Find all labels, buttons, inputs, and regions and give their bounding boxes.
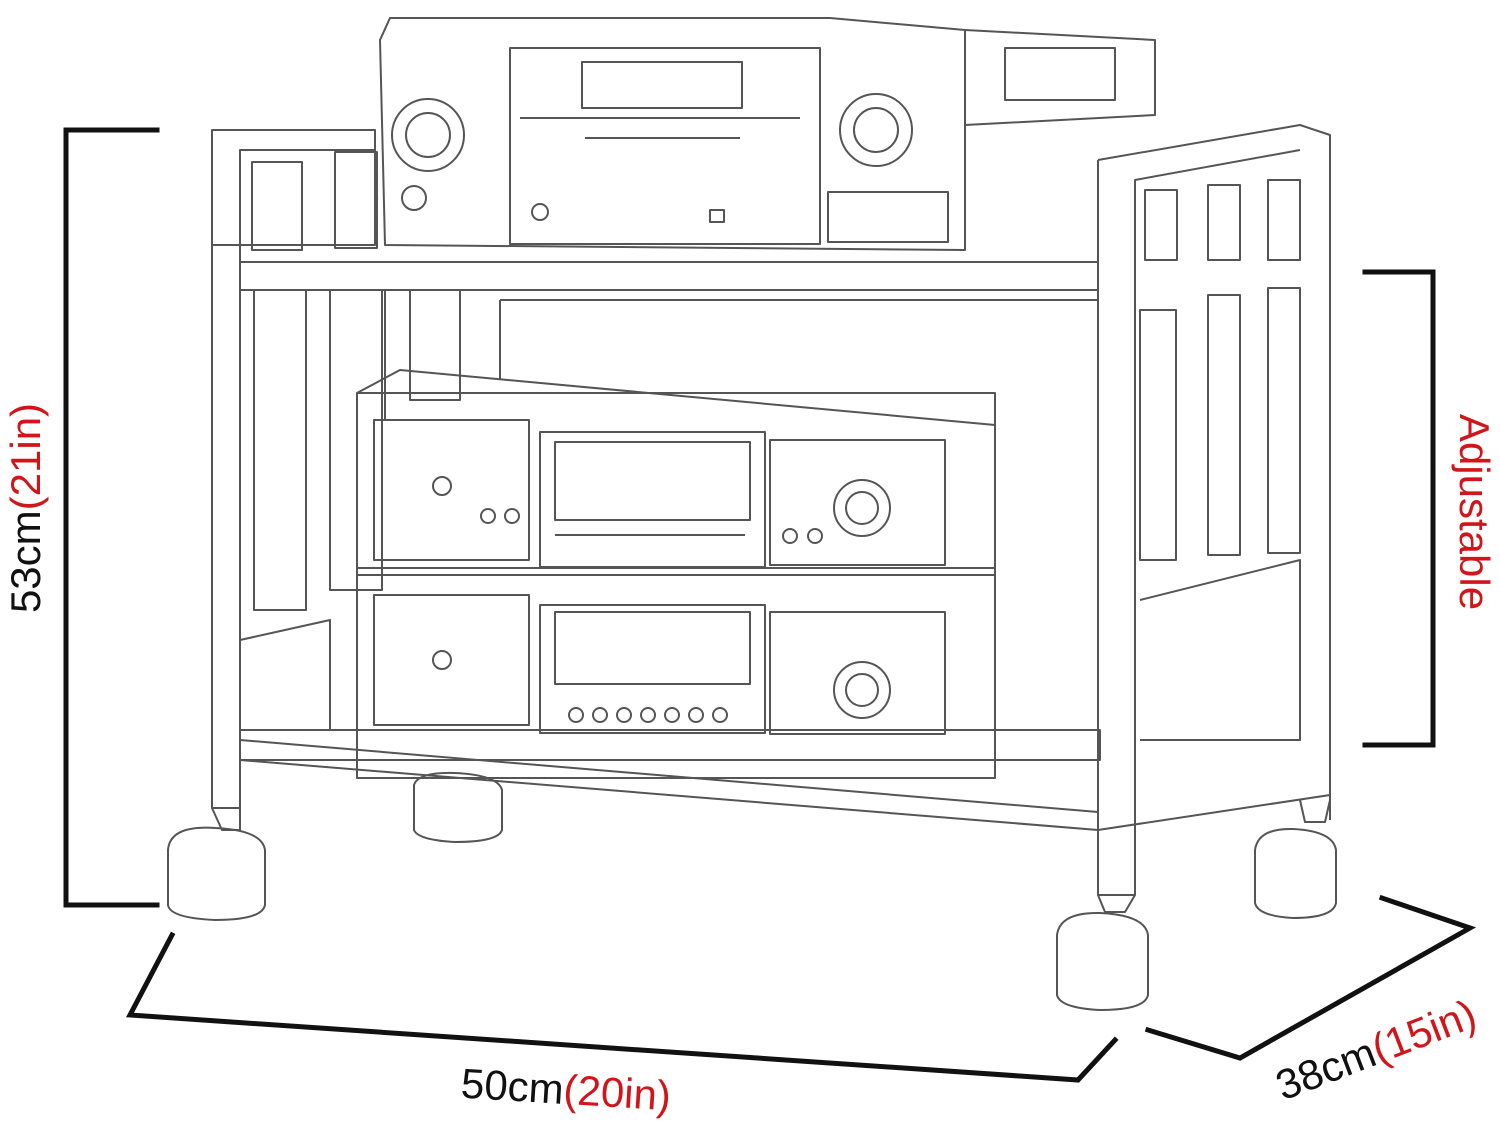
width-metric-value: 50cm <box>459 1059 566 1113</box>
width-imperial-value: (20in) <box>562 1065 673 1120</box>
lower-media-player <box>356 567 996 779</box>
right-side-frame <box>1097 124 1331 896</box>
av-receiver <box>379 17 1156 251</box>
height-metric-value: 53cm <box>2 510 49 614</box>
top-shelf <box>239 261 1099 380</box>
depth-dimension-bracket <box>1144 894 1477 1061</box>
media-cart-illustration <box>167 17 1337 1011</box>
dimension-lines <box>63 127 1477 1083</box>
bottom-shelf <box>239 729 1331 831</box>
adjustable-dimension-bracket <box>1362 269 1436 748</box>
caster-wheels <box>167 771 1337 1011</box>
adjustable-text: Adjustable <box>1451 413 1498 611</box>
height-imperial-value: (21in) <box>2 402 49 511</box>
height-dimension-label: 53cm(21in) <box>2 402 49 614</box>
height-dimension-bracket <box>63 127 160 908</box>
upper-media-player <box>356 369 996 576</box>
adjustable-label: Adjustable <box>1451 413 1498 611</box>
left-side-frame <box>211 129 461 809</box>
width-dimension-bracket <box>126 931 1119 1083</box>
